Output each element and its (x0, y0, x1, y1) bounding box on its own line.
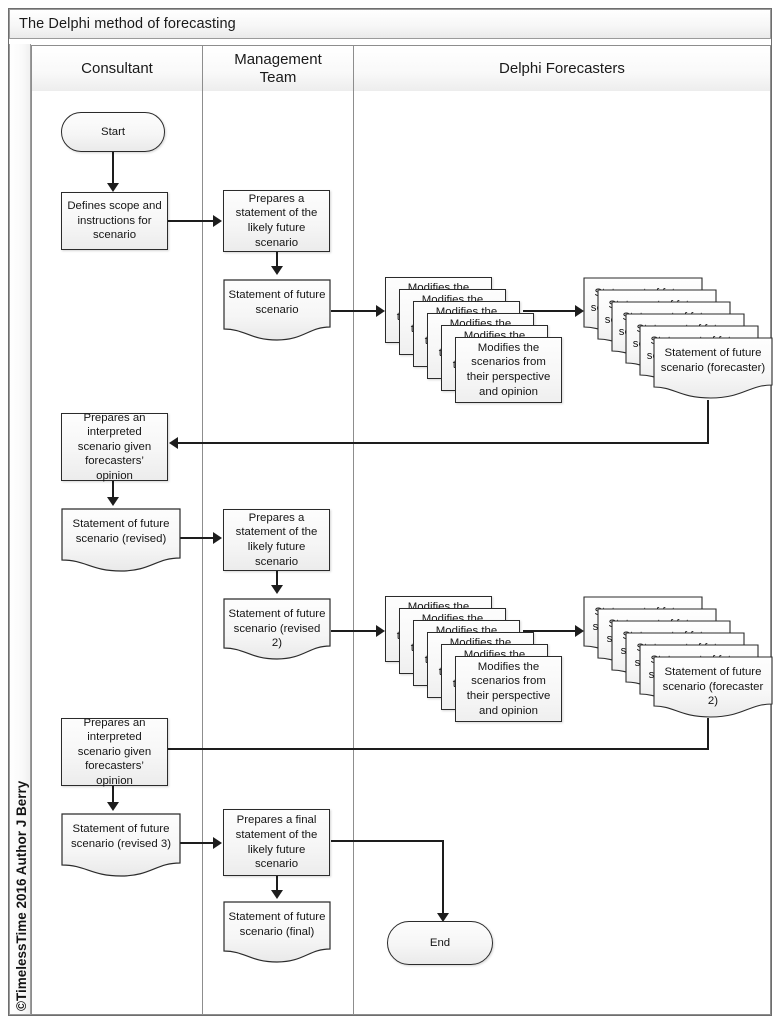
arrowhead-defines-to-prepares1 (213, 215, 222, 227)
connector-feedback2-horizontal (168, 748, 709, 750)
arrowhead-revised3-to-final (213, 837, 222, 849)
node-prepares-statement-2-label: Prepares a statement of the likely futur… (235, 511, 318, 568)
node-statement-revised-3[interactable]: Statement of future scenario (revised 3) (61, 813, 181, 877)
node-statement-revised-2-inner: Statement of future scenario (revised 2) (223, 598, 331, 660)
node-statement-revised-1[interactable]: Statement of future scenario (revised) (61, 508, 181, 572)
connector-feedback1-vertical (707, 400, 709, 444)
arrowhead-prepares1-to-statement1 (271, 266, 283, 275)
node-modifies-1-sheet[interactable]: Modifies the scenarios from their perspe… (455, 337, 562, 403)
document-shape (61, 813, 181, 877)
connector-revised1-to-prepares2 (168, 537, 216, 539)
document-shape (653, 656, 773, 718)
connector-modifies2-to-forecaster2 (523, 630, 578, 632)
connector-statement1-to-modifies1 (331, 310, 379, 312)
document-shape (653, 337, 773, 399)
connector-prepares1-to-statement1 (276, 252, 278, 272)
node-statement-forecaster-1-sheet-label: Statement of future scenario (forecaster… (660, 347, 766, 374)
connector-final-to-end-vertical (442, 840, 444, 917)
node-statement-final-inner: Statement of future scenario (final) (223, 901, 331, 963)
node-modifies-2-sheet-label: Modifies the scenarios from their perspe… (466, 660, 551, 717)
arrowhead-start-to-defines (107, 183, 119, 192)
lane-body-delphi-forecasters (353, 91, 771, 1015)
node-prepares-statement-1-label: Prepares a statement of the likely futur… (235, 192, 318, 249)
node-modifies-2-sheet[interactable]: Modifies the scenarios from their perspe… (455, 656, 562, 722)
node-start[interactable]: Start (61, 112, 165, 152)
copyright-rotator: ©TimelessTime 2016 Author J Berry (10, 44, 32, 1015)
connector-modifies1-to-forecaster1 (523, 310, 578, 312)
node-statement-future-1-label: Statement of future scenario (228, 289, 326, 316)
arrowhead-statement1-to-modifies1 (376, 305, 385, 317)
page-title: The Delphi method of forecasting (19, 16, 236, 32)
lane-header-management-line1: Management (234, 51, 322, 69)
node-statement-revised-2-label: Statement of future scenario (revised 2) (228, 608, 326, 650)
document-shape (223, 598, 331, 660)
node-prepares-interpreted-2[interactable]: Prepares an interpreted scenario given f… (61, 716, 168, 787)
copyright-text: ©TimelessTime 2016 Author J Berry (13, 780, 29, 1011)
node-start-label: Start (100, 125, 126, 138)
stack-modifies-2[interactable]: Modifies the scenarios from their perspe… (385, 596, 575, 741)
node-modifies-1-sheet-label: Modifies the scenarios from their perspe… (466, 341, 551, 398)
node-statement-future-1[interactable]: Statement of future scenario (223, 279, 331, 341)
node-statement-future-1-inner: Statement of future scenario (223, 279, 331, 341)
arrowhead-modifies1-to-forecaster1 (575, 305, 584, 317)
connector-prepares2-to-revised2 (276, 571, 278, 591)
connector-revised2-to-modifies2 (331, 630, 379, 632)
connector-final-to-end-horizontal (331, 840, 444, 842)
connector-revised3-to-final (168, 842, 216, 844)
node-prepares-interpreted-1[interactable]: Prepares an interpreted scenario given f… (61, 411, 168, 482)
arrowhead-revised1-to-prepares2 (213, 532, 222, 544)
arrowhead-prepares2-to-revised2 (271, 585, 283, 594)
node-statement-revised-1-label: Statement of future scenario (revised) (72, 518, 170, 545)
arrowhead-interpreted2-to-revised3 (107, 802, 119, 811)
lane-header-management-team-label: Management Team (234, 51, 322, 86)
lane-header-management-line2: Team (259, 68, 297, 86)
node-defines-scope-label: Defines scope and instructions for scena… (67, 200, 162, 242)
lane-header-delphi-forecasters: Delphi Forecasters (353, 45, 771, 92)
node-end[interactable]: End (387, 921, 493, 965)
lane-header-consultant: Consultant (31, 45, 203, 92)
node-statement-revised-2[interactable]: Statement of future scenario (revised 2) (223, 598, 331, 660)
arrowhead-modifies2-to-forecaster2 (575, 625, 584, 637)
node-statement-forecaster-1-sheet[interactable]: Statement of future scenario (forecaster… (653, 337, 773, 399)
lane-header-delphi-forecasters-label: Delphi Forecasters (499, 59, 625, 77)
node-statement-final[interactable]: Statement of future scenario (final) (223, 901, 331, 963)
connector-interpreted2-to-revised3 (112, 786, 114, 808)
lane-header-management-team: Management Team (202, 45, 354, 92)
node-prepares-interpreted-1-label: Prepares an interpreted scenario given f… (77, 411, 152, 482)
stack-modifies-1[interactable]: Modifies the scenarios from their perspe… (385, 277, 575, 422)
connector-start-to-defines (112, 151, 114, 185)
connector-feedback2-vertical (707, 718, 709, 750)
connector-interpreted1-to-revised1 (112, 481, 114, 503)
node-prepares-final-label: Prepares a final statement of the likely… (235, 814, 318, 871)
arrowhead-final-to-statementfinal (271, 890, 283, 899)
node-statement-forecaster-2-sheet[interactable]: Statement of future scenario (forecaster… (653, 656, 773, 718)
connector-defines-to-prepares1 (168, 220, 216, 222)
node-prepares-interpreted-2-label: Prepares an interpreted scenario given f… (77, 716, 152, 787)
node-statement-revised-3-label: Statement of future scenario (revised 3) (70, 823, 172, 850)
stack-statement-forecaster-1[interactable]: Statement of future scenario (forecaster… (583, 277, 773, 410)
copyright-lane: ©TimelessTime 2016 Author J Berry (9, 44, 31, 1015)
document-shape (223, 279, 331, 341)
document-shape (223, 901, 331, 963)
arrowhead-revised2-to-modifies2 (376, 625, 385, 637)
node-end-label: End (429, 936, 451, 949)
lane-header-consultant-label: Consultant (81, 59, 153, 77)
node-defines-scope[interactable]: Defines scope and instructions for scena… (61, 192, 168, 250)
node-statement-revised-3-inner: Statement of future scenario (revised 3) (61, 813, 181, 877)
arrowhead-final-to-end (437, 913, 449, 922)
node-prepares-statement-2[interactable]: Prepares a statement of the likely futur… (223, 509, 330, 571)
connector-feedback1-horizontal (178, 442, 709, 444)
arrowhead-feedback1-to-interpreted1 (169, 437, 178, 449)
node-prepares-statement-1[interactable]: Prepares a statement of the likely futur… (223, 190, 330, 252)
node-statement-revised-1-inner: Statement of future scenario (revised) (61, 508, 181, 572)
connector-final-to-statementfinal (276, 876, 278, 896)
arrowhead-interpreted1-to-revised1 (107, 497, 119, 506)
document-shape (61, 508, 181, 572)
node-statement-final-label: Statement of future scenario (final) (228, 911, 326, 938)
diagram-title-bar: The Delphi method of forecasting (9, 9, 771, 39)
node-prepares-final[interactable]: Prepares a final statement of the likely… (223, 809, 330, 876)
stack-statement-forecaster-2[interactable]: Statement of future scenario (forecaster… (583, 596, 773, 729)
node-statement-forecaster-2-sheet-label: Statement of future scenario (forecaster… (662, 666, 764, 708)
